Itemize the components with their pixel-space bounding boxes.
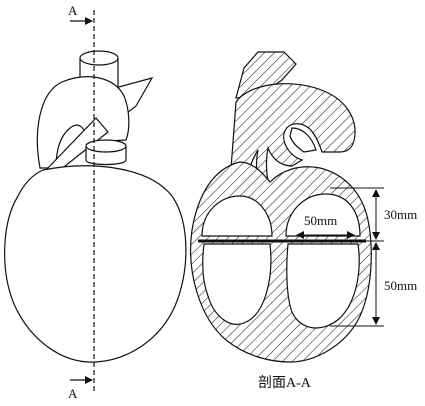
cavity-upper-left [201, 195, 273, 237]
cavity-lower-right [286, 243, 360, 329]
vessel-stub-opening [85, 139, 127, 153]
section-caption: 剖面A-A [258, 375, 312, 391]
cavity-upper-right [285, 193, 361, 237]
section-label-bottom: A [68, 386, 78, 401]
dimension-label-lower-height: 50mm [384, 278, 417, 293]
dimension-label-cavity-width: 50mm [304, 213, 337, 228]
heart-exterior-view [4, 50, 187, 363]
aorta-opening [79, 50, 119, 66]
dimension-annotations [296, 187, 384, 327]
heart-cross-section [190, 51, 372, 363]
cavity-lower-left [202, 243, 272, 325]
ventricle-body [4, 165, 187, 363]
section-label-top: A [68, 3, 78, 18]
section-arch-lumen [289, 127, 317, 153]
aortic-arch [36, 76, 130, 169]
dimension-label-upper-height: 30mm [384, 207, 417, 222]
